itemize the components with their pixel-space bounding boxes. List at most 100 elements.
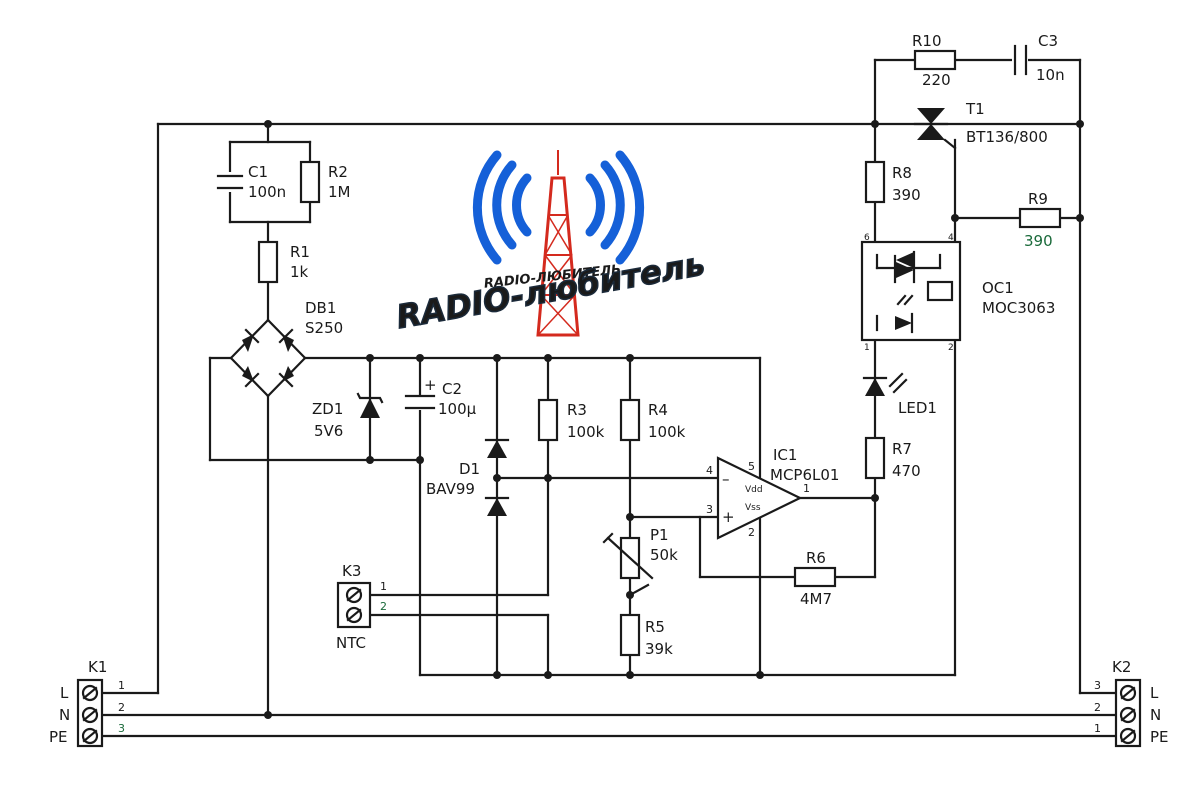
c3-value: 10n (1036, 66, 1065, 84)
oc1-pin4: 4 (948, 233, 954, 243)
resistor-r10: R10 220 (912, 32, 957, 89)
resistor-r8: R8 390 (864, 160, 921, 204)
r6-ref: R6 (806, 549, 826, 567)
ic1-minus: – (722, 470, 730, 488)
r5-ref: R5 (645, 618, 665, 636)
k2-pin2: 2 (1094, 701, 1101, 714)
r2-ref: R2 (328, 163, 348, 181)
c2-plus: + (424, 376, 437, 394)
t1-ref: T1 (965, 100, 985, 118)
oc1-ref: OC1 (982, 279, 1014, 297)
oc1-pin1: 1 (864, 343, 870, 353)
ic1-plus: + (722, 508, 735, 526)
ic1-pin1: 1 (803, 482, 810, 495)
ic1-vdd: Vdd (745, 485, 763, 495)
bridge-rectifier-db1: DB1 S250 (229, 299, 343, 398)
k2-term-pe: PE (1150, 728, 1169, 746)
ic1-vss: Vss (745, 503, 761, 513)
opamp-ic1: – + Vdd Vss 4 5 3 2 1 IC1 MCP6L01 (706, 446, 839, 540)
resistor-r4: R4 100k (619, 398, 686, 442)
zener-zd1: ZD1 5V6 (312, 392, 384, 440)
led-led1: LED1 (862, 372, 937, 417)
r3-ref: R3 (567, 401, 587, 419)
k1-pin1: 1 (118, 679, 125, 692)
k2-term-l: L (1150, 684, 1159, 702)
k1-term-pe: PE (49, 728, 68, 746)
r5-value: 39k (645, 640, 673, 658)
r8-value: 390 (892, 186, 921, 204)
k3-value: NTC (336, 634, 366, 652)
radio-tower-icon (536, 150, 580, 337)
capacitor-c3: C3 10n (1012, 32, 1065, 84)
db1-ref: DB1 (305, 299, 336, 317)
c2-ref: C2 (442, 380, 462, 398)
r1-value: 1k (290, 263, 309, 281)
k1-pin2: 2 (118, 701, 125, 714)
zd1-ref: ZD1 (312, 400, 343, 418)
c1-value: 100n (248, 183, 286, 201)
k2-ref: K2 (1112, 658, 1131, 676)
ic1-ref: IC1 (773, 446, 797, 464)
resistor-r3: R3 100k (537, 398, 605, 442)
r10-value: 220 (922, 71, 951, 89)
junctions (264, 120, 1084, 719)
t1-value: BT136/800 (966, 128, 1048, 146)
radio-waves-icon (472, 150, 645, 265)
r8-ref: R8 (892, 164, 912, 182)
k3-pin1: 1 (380, 580, 387, 593)
r9-ref: R9 (1028, 190, 1048, 208)
capacitor-c1: C1 100n (216, 163, 286, 201)
resistor-r9: R9 390 (1018, 190, 1062, 250)
diode-d1: D1 BAV99 (426, 438, 510, 516)
r4-value: 100k (648, 423, 686, 441)
r7-value: 470 (892, 462, 921, 480)
r10-ref: R10 (912, 32, 942, 50)
ic1-pin3: 3 (706, 503, 713, 516)
resistor-r5: R5 39k (619, 613, 673, 658)
connector-k2: K2 L N PE 3 2 1 (1094, 658, 1169, 748)
triac-t1: T1 BT136/800 (913, 100, 1048, 150)
capacitor-c2: + C2 100µ (404, 376, 477, 418)
ic1-pin2: 2 (748, 526, 755, 539)
potentiometer-p1: P1 50k (602, 526, 678, 580)
k1-term-n: N (59, 706, 70, 724)
resistor-r2: R2 1M (299, 160, 351, 204)
p1-ref: P1 (650, 526, 669, 544)
r6-value: 4M7 (800, 590, 832, 608)
radio-lyubitel-logo: RADIO-ЛЮБИТЕЛЬ RADIO-любитель (393, 150, 708, 337)
led1-ref: LED1 (898, 399, 937, 417)
c2-value: 100µ (438, 400, 477, 418)
resistor-r6: R6 4M7 (793, 549, 837, 608)
k1-ref: K1 (88, 658, 107, 676)
c3-ref: C3 (1038, 32, 1058, 50)
k1-term-l: L (60, 684, 69, 702)
k3-ref: K3 (342, 562, 361, 580)
ic1-pin4: 4 (706, 464, 713, 477)
r7-ref: R7 (892, 440, 912, 458)
r2-value: 1M (328, 183, 351, 201)
r4-ref: R4 (648, 401, 668, 419)
r9-value: 390 (1024, 232, 1053, 250)
k1-pin3: 3 (118, 722, 125, 735)
resistor-r1: R1 1k (257, 240, 310, 284)
resistor-r7: R7 470 (864, 436, 921, 480)
r3-value: 100k (567, 423, 605, 441)
connector-k3: K3 NTC 1 2 (336, 562, 387, 652)
k2-pin3: 3 (1094, 679, 1101, 692)
optocoupler-oc1: 6 4 1 2 OC1 MOC3063 (860, 233, 1055, 353)
db1-value: S250 (305, 319, 343, 337)
oc1-pin6: 6 (864, 233, 870, 243)
d1-ref: D1 (459, 460, 480, 478)
ic1-value: MCP6L01 (770, 466, 839, 484)
ic1-pin5: 5 (748, 460, 755, 473)
zd1-value: 5V6 (314, 422, 343, 440)
p1-value: 50k (650, 546, 678, 564)
oc1-value: MOC3063 (982, 299, 1055, 317)
k2-term-n: N (1150, 706, 1161, 724)
k2-pin1: 1 (1094, 722, 1101, 735)
c1-ref: C1 (248, 163, 268, 181)
d1-value: BAV99 (426, 480, 475, 498)
r1-ref: R1 (290, 243, 310, 261)
connector-k1: K1 L N PE 1 2 3 (49, 658, 125, 748)
oc1-pin2: 2 (948, 343, 954, 353)
